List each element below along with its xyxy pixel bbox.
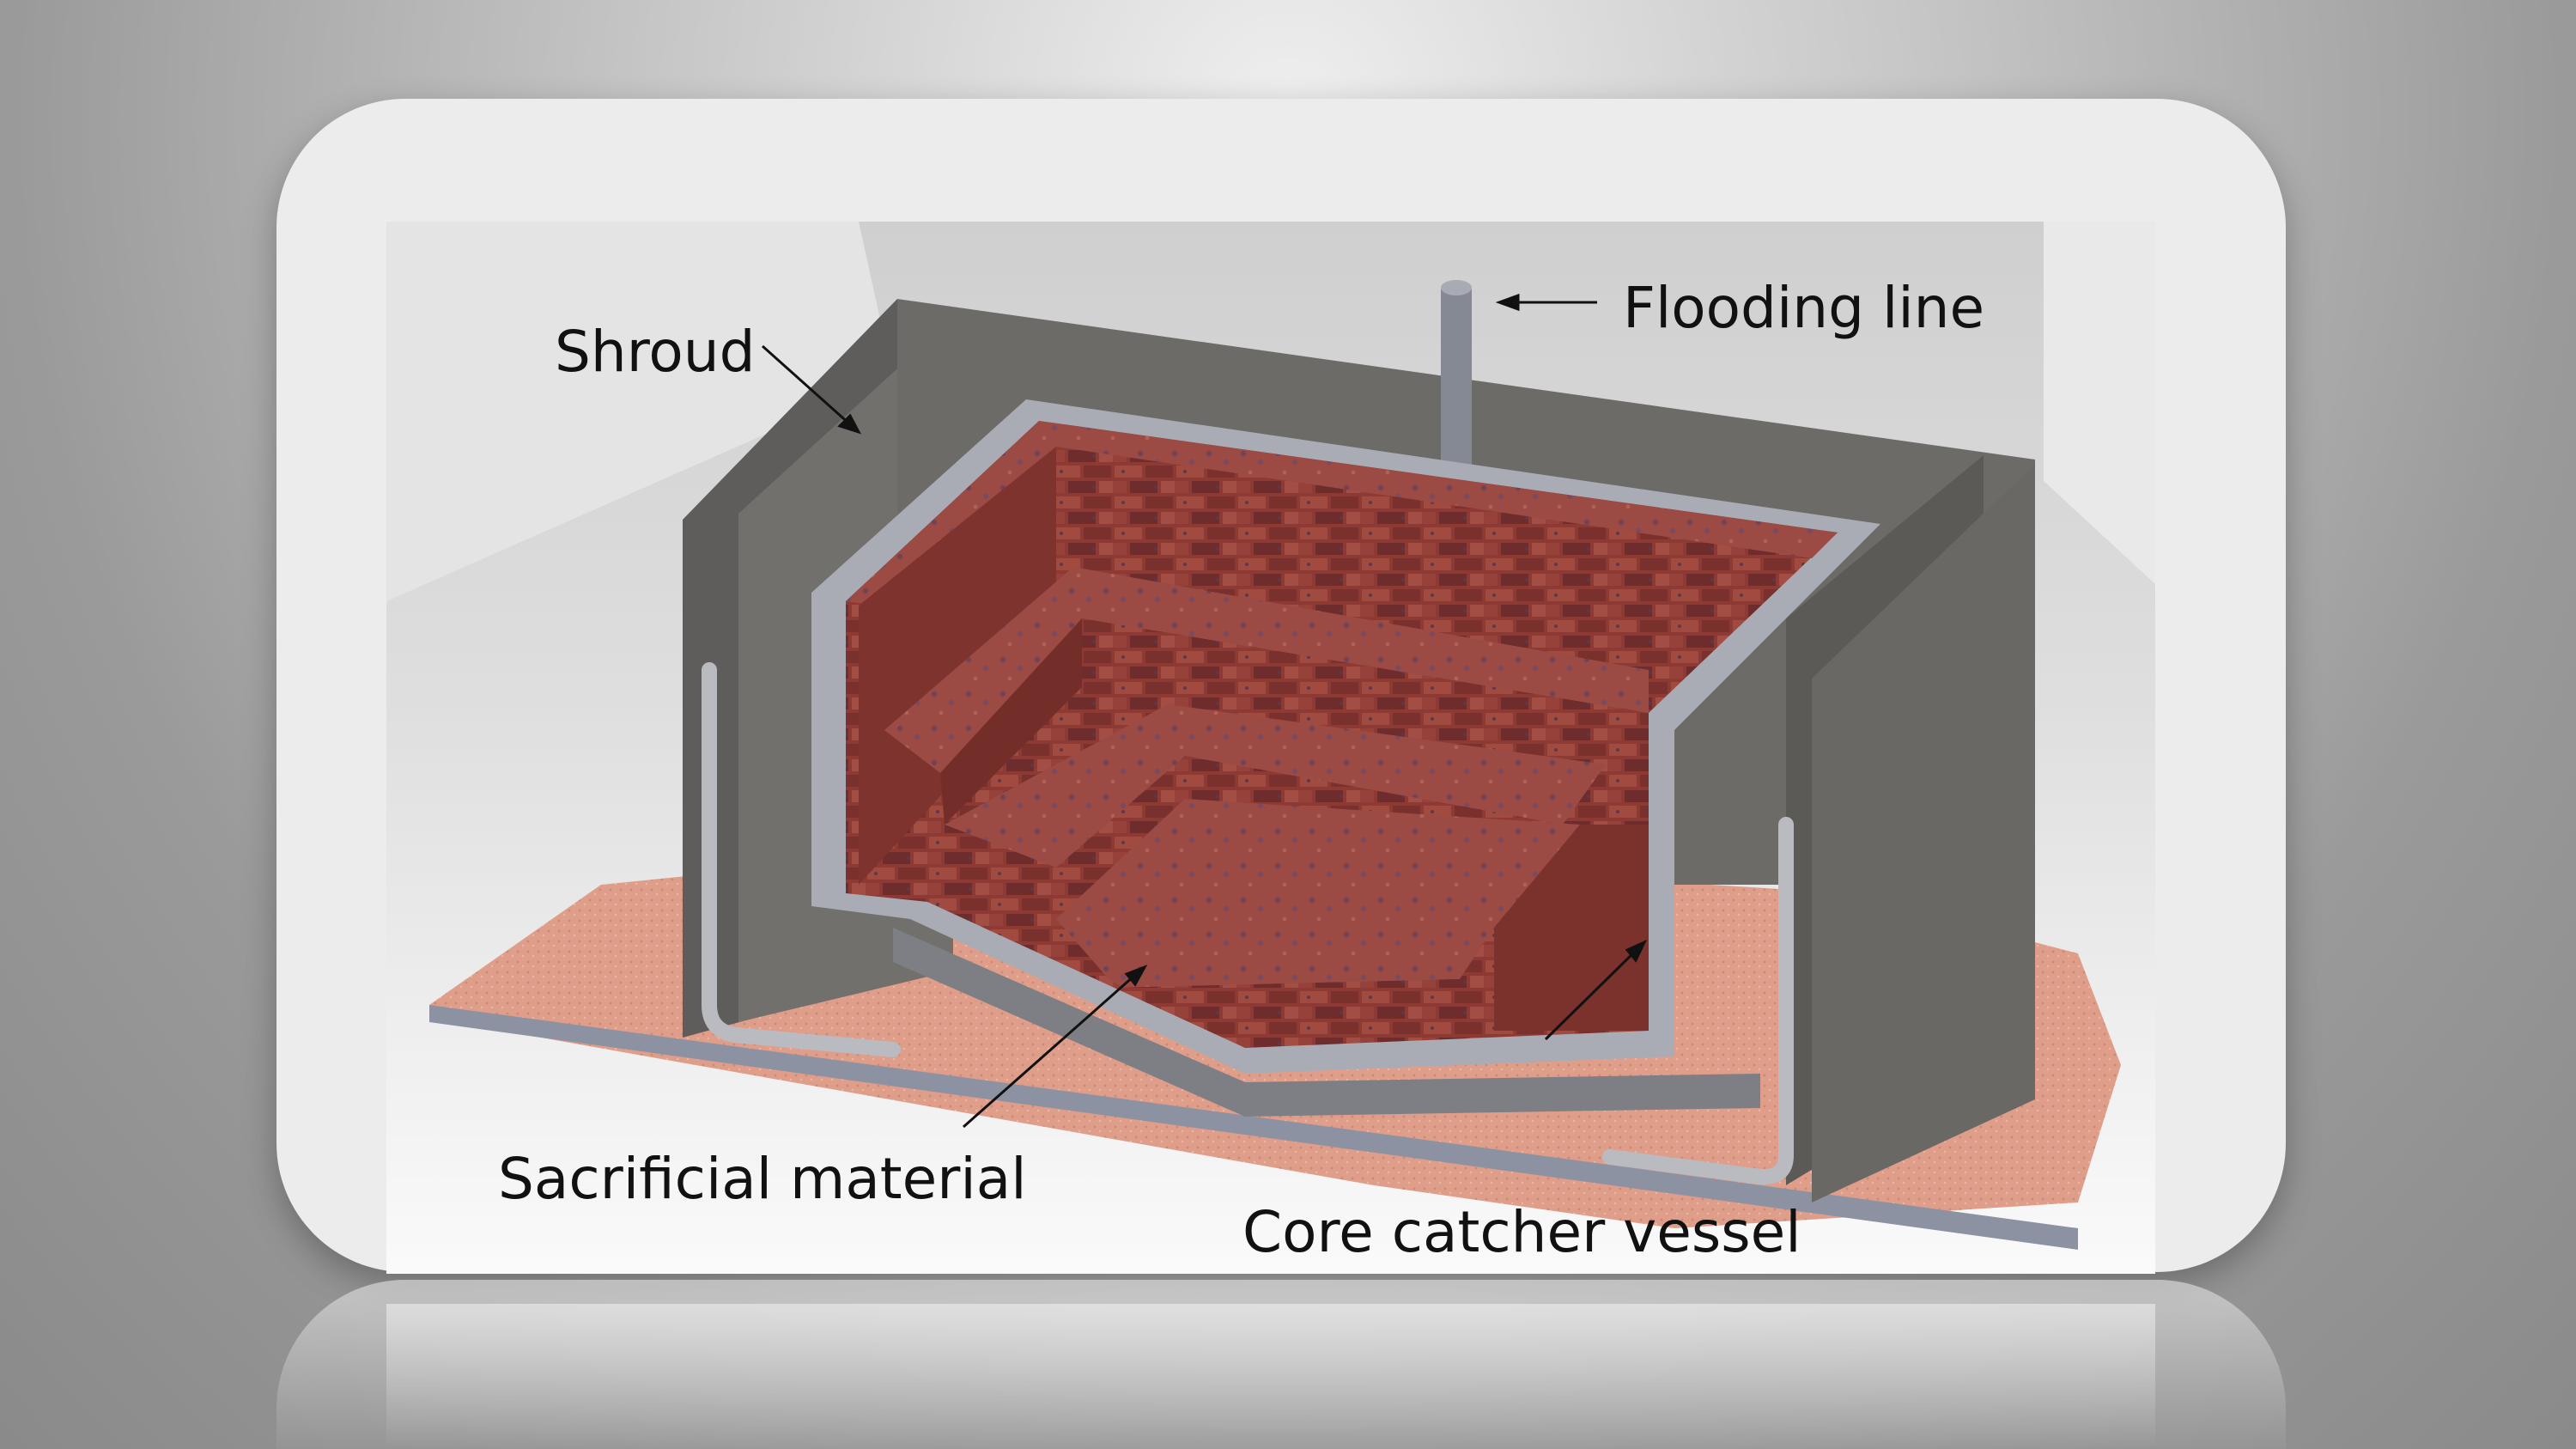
brick-step-riser — [940, 618, 1082, 825]
brick-floor-front — [1056, 919, 1494, 1048]
sacrificial-arrow-1-head — [1124, 965, 1148, 987]
room-right-wall — [2044, 222, 2155, 584]
sacrificial-arrow-2 — [1544, 943, 1643, 1041]
sacrificial-arrow-1 — [963, 967, 1143, 1129]
brick-top-rim — [846, 421, 1838, 606]
brick-floor — [1056, 799, 1580, 988]
drain-pipe-left — [702, 662, 901, 1057]
sacrificial-arrow-2-head — [1625, 939, 1648, 963]
shroud-arrow — [762, 344, 860, 434]
brick-left-wall — [859, 447, 1056, 885]
shroud-arrow-head — [837, 413, 862, 435]
brick-step-upper — [884, 567, 1649, 773]
shroud-right-front — [1812, 464, 2035, 1202]
flooding-line-pipe-top — [1441, 280, 1472, 295]
flooding-line-label: Flooding line — [1623, 275, 1985, 341]
vessel-support — [893, 928, 1760, 1117]
core-catcher-vessel-label: Core catcher vessel — [1242, 1199, 1801, 1265]
brick-right-riser — [1494, 825, 1649, 1031]
frame-reflection — [276, 1280, 2286, 1449]
reflection-panel — [386, 1304, 2155, 1449]
shroud-label: Shroud — [555, 319, 756, 385]
brick-step-middle — [945, 704, 1606, 868]
flooding-line-arrow-head — [1495, 293, 1520, 312]
sacrificial-material-label: Sacrificial material — [498, 1146, 1027, 1212]
annotation-arrows — [762, 293, 1648, 1129]
floor-edge — [429, 1005, 2078, 1250]
drain-pipe-right — [1602, 817, 1794, 1185]
room-left-wall — [386, 222, 893, 601]
